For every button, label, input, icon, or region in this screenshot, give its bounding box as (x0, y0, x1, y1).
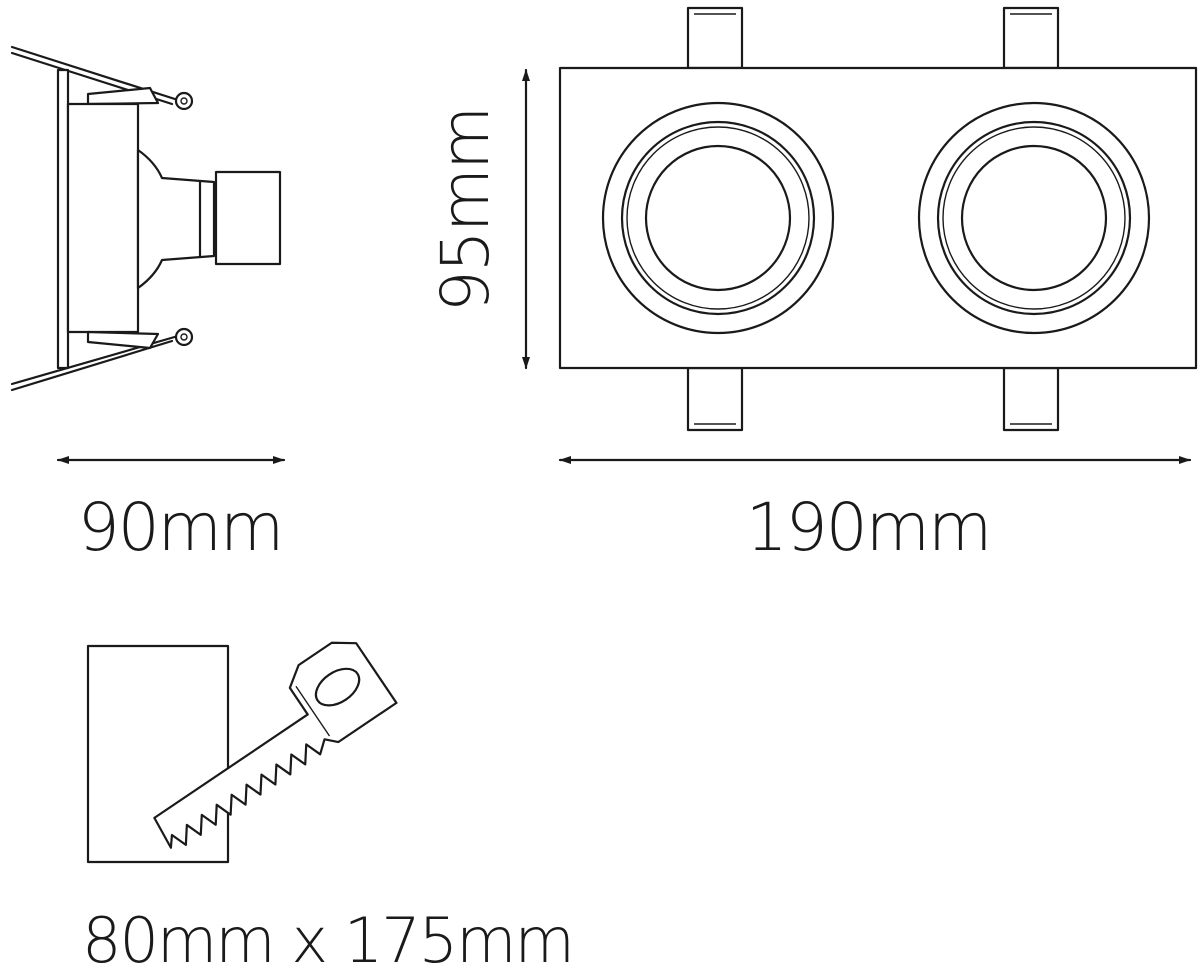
left-light-ring (601, 101, 835, 335)
top-right-tab (1002, 6, 1060, 70)
saw-icon (153, 641, 398, 849)
top-spring-clip (10, 45, 194, 111)
front-width-label: 190mm (746, 489, 991, 566)
right-light-ring (917, 101, 1151, 335)
cutout-rectangle (86, 644, 230, 864)
side-width-label: 90mm (78, 489, 283, 566)
side-view-profile (10, 45, 282, 392)
lamp-head (214, 170, 282, 266)
front-height-label: 95mm (427, 108, 504, 313)
lamp-neck (136, 148, 216, 290)
bottom-left-tab (686, 366, 744, 432)
top-left-tab (686, 6, 744, 70)
flange-plate (56, 68, 70, 370)
bottom-right-tab (1002, 366, 1060, 432)
bottom-spring-clip (10, 327, 194, 392)
cutout-label: 80mm x 175mm (82, 904, 573, 976)
front-plate (558, 66, 1198, 370)
front-view-double-downlight (558, 6, 1198, 432)
saw-cutout-icon (86, 641, 398, 864)
housing-box (66, 102, 140, 334)
